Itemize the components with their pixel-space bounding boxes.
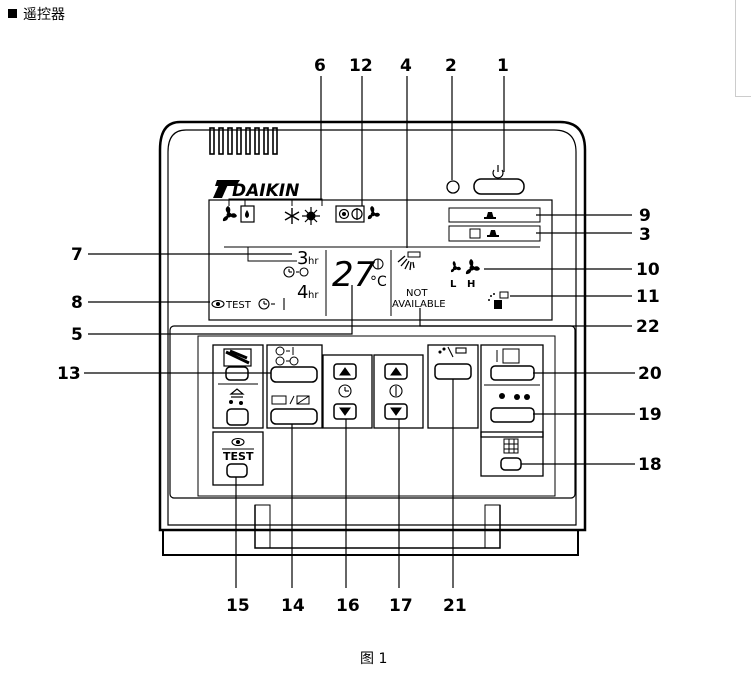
inspection-icon: [231, 437, 245, 447]
callout-3: 3: [639, 225, 651, 245]
temperature-value: 27: [332, 255, 376, 295]
fan-high-label: H: [467, 279, 475, 290]
callout-14: 14: [281, 596, 305, 616]
ventilation-mode-icon: [229, 388, 245, 398]
ventilation-icon: [484, 212, 496, 219]
section-header: 遥控器: [8, 4, 65, 24]
callout-1: 1: [497, 56, 509, 76]
ventilation-amount-icon: [496, 348, 520, 364]
callout-10: 10: [636, 260, 660, 280]
timer-clock-icon: [283, 266, 309, 278]
callout-6: 6: [314, 56, 326, 76]
thermometer-button-icon: [389, 384, 403, 398]
callout-17: 17: [389, 596, 413, 616]
timer-on-off-button[interactable]: [270, 408, 318, 425]
callout-20: 20: [638, 364, 662, 384]
power-area: [446, 165, 525, 195]
callout-7: 7: [71, 245, 83, 265]
fan-mode-icon: [222, 206, 237, 222]
figure-caption: 图 1: [360, 651, 388, 667]
temperature-down-button[interactable]: [384, 403, 408, 420]
callout-4: 4: [400, 56, 412, 76]
small-fan-icons: [229, 400, 243, 405]
callout-9: 9: [639, 206, 651, 226]
fan-speed-button-icon: [499, 393, 530, 400]
temperature-unit: °C: [370, 274, 387, 290]
timer-hours-top: 3: [297, 248, 308, 269]
callout-leaders: [84, 76, 635, 588]
cool-mode-icon: [284, 208, 300, 224]
ventilation-mode-button[interactable]: [226, 408, 249, 426]
fan-speed-icons: [450, 259, 480, 275]
brand-label: DAIKIN: [232, 181, 299, 201]
callout-15: 15: [226, 596, 250, 616]
callout-11: 11: [636, 287, 660, 307]
heat-mode-icon: [302, 207, 320, 225]
callout-numbers: 1 2 3 4 5 6 7 8 9 10 11 12 13 14 15 16 1…: [57, 56, 662, 616]
temperature-up-button[interactable]: [384, 363, 408, 380]
remote-body: [158, 120, 587, 556]
airflow-swing-icon: [397, 251, 421, 271]
timer-enable-icon: [271, 395, 310, 405]
fan-speed-button[interactable]: [490, 407, 535, 423]
timer-mode-icon: [275, 346, 299, 366]
timer-mode-button[interactable]: [270, 366, 318, 383]
test-clock-icon: [258, 298, 285, 310]
daikin-logo: DAIKIN: [213, 180, 299, 201]
operation-lamp: [446, 180, 460, 194]
setting-icons: [335, 205, 380, 223]
callout-18: 18: [638, 455, 662, 475]
timer-unit-top: hr: [308, 256, 319, 267]
callout-8: 8: [71, 293, 83, 313]
on-off-button[interactable]: [473, 178, 525, 195]
callout-12: 12: [349, 56, 373, 76]
callout-19: 19: [638, 405, 662, 425]
lcd-display: 3 hr 4 hr TEST 27 °C NOT: [211, 198, 541, 316]
test-button-label: TEST: [223, 450, 254, 463]
page-edge-box: [735, 0, 751, 97]
airflow-direction-icon: [438, 346, 467, 358]
timer-down-button[interactable]: [333, 403, 357, 420]
filter-clean-icon: [488, 291, 509, 309]
thermometer-icon: [372, 258, 384, 270]
callout-21: 21: [443, 596, 467, 616]
callout-13: 13: [57, 364, 81, 384]
power-icon: [492, 165, 504, 179]
bullet-square-icon: [8, 9, 17, 18]
timer-hours-bottom: 4: [297, 282, 308, 303]
section-title: 遥控器: [23, 7, 65, 23]
callout-22: 22: [636, 317, 660, 337]
fan-low-label: L: [450, 279, 457, 290]
callout-2: 2: [445, 56, 457, 76]
callout-16: 16: [336, 596, 360, 616]
not-available-line1: NOT: [406, 288, 428, 299]
clock-icon: [338, 384, 352, 398]
filter-grid-icon: [503, 438, 519, 454]
callout-5: 5: [71, 325, 83, 345]
not-available-line2: AVAILABLE: [392, 299, 446, 310]
timer-unit-bottom: hr: [308, 290, 319, 301]
timer-up-button[interactable]: [333, 363, 357, 380]
lcd-test-label: TEST: [225, 300, 252, 311]
dry-mode-icon: [240, 205, 255, 223]
inspection-eye-icon: [211, 299, 225, 309]
test-button[interactable]: [226, 463, 248, 478]
